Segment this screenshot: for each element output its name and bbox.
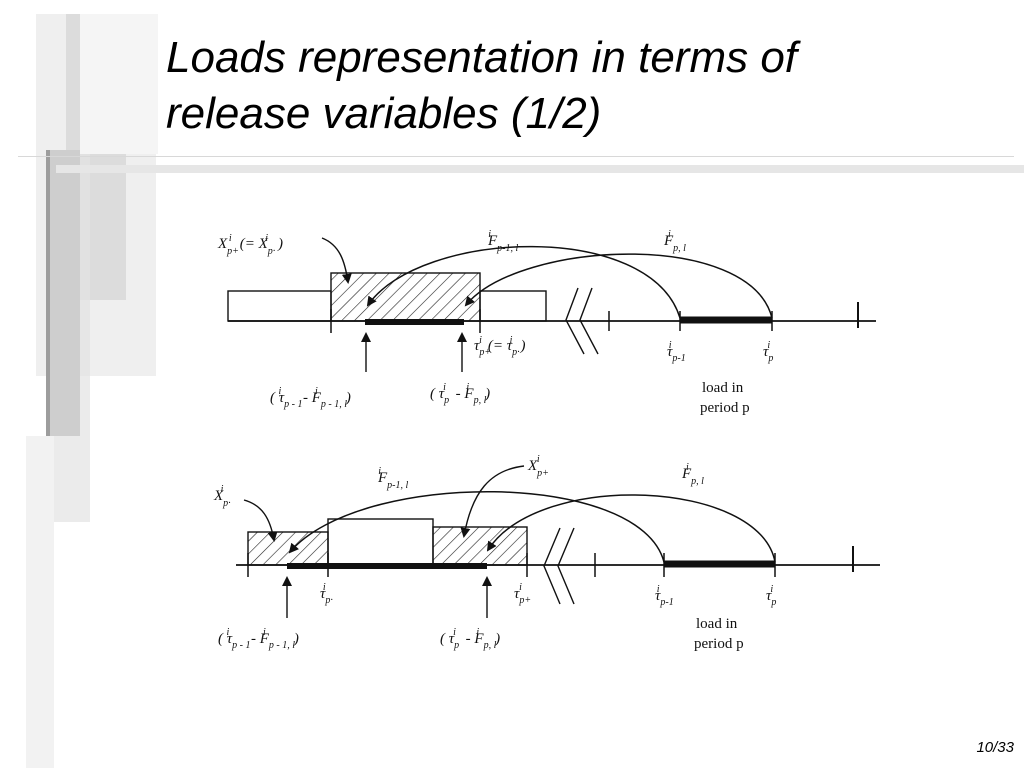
top-f-prev-label: Fp-1, li <box>487 229 519 254</box>
bottom-x-right-label: Xp+i <box>527 454 549 479</box>
decor-block-6 <box>80 14 158 154</box>
title-rule <box>18 156 1014 157</box>
top-tau-mid-label: τp+i(= τp·i) <box>474 335 525 358</box>
top-tau-p1-label: τp-1i <box>667 340 686 364</box>
bottom-load-caption-1: load in <box>696 616 738 632</box>
bottom-box-hatched-left <box>247 531 329 566</box>
top-x-label: Xp+i(= Xp·i) <box>217 233 283 257</box>
title-line-1: Loads representation in terms of <box>166 33 798 82</box>
bottom-f-prev-label: Fp-1, li <box>377 466 409 491</box>
top-tau-p-label: τpi <box>763 340 773 364</box>
bottom-expr-1: ( τp - 1i - Fp - 1, li) <box>218 627 299 651</box>
top-expr-1: ( τp - 1i - Fp - 1, li) <box>270 386 351 410</box>
bottom-tau-a-label: τp·i <box>320 582 333 606</box>
top-arc-f-cur <box>464 253 773 319</box>
bottom-x-left-callout-arrow <box>243 499 278 542</box>
bottom-expr-2: ( τpi - Fp, li) <box>440 627 500 651</box>
bottom-load-caption-2: period p <box>694 636 744 652</box>
bottom-tau-p-label: τpi <box>766 584 776 608</box>
top-box-right <box>479 290 547 322</box>
decor-block-5 <box>26 436 54 768</box>
bottom-box-middle <box>327 518 434 566</box>
bottom-tau-p1-label: τp-1i <box>655 584 674 608</box>
title-rule-shadow <box>56 165 1024 173</box>
title-line-2: release variables (1/2) <box>166 89 602 138</box>
top-box-left <box>227 290 332 322</box>
top-diagram: Xp+i(= Xp·i) Fp-1, li Fp, li τp+i(= τp·i… <box>217 229 876 416</box>
bottom-diagram: Xp·i Xp+i Fp-1, li Fp, li τp·i τp+i τp-1… <box>213 454 880 652</box>
slide-title: Loads representation in terms of release… <box>166 30 986 142</box>
bottom-arc-f-prev <box>288 491 665 563</box>
bottom-x-right-callout-arrow <box>460 465 525 538</box>
bottom-arc-f-cur <box>486 494 776 563</box>
bottom-axis-break <box>543 527 575 605</box>
bottom-box-hatched-right <box>432 526 528 566</box>
decor-block-4 <box>50 150 90 522</box>
top-axis-break <box>565 287 599 355</box>
top-arc-f-prev <box>366 245 681 319</box>
page-number: 10/33 <box>976 739 1014 756</box>
top-f-cur-label: Fp, li <box>663 229 686 254</box>
top-box-hatched <box>330 272 481 322</box>
bottom-x-left-label: Xp·i <box>213 484 231 509</box>
top-load-caption-1: load in <box>702 380 744 396</box>
bottom-f-cur-label: Fp, li <box>681 462 704 487</box>
top-x-callout-arrow <box>321 237 352 284</box>
bottom-tau-b-label: τp+i <box>514 582 531 606</box>
top-load-caption-2: period p <box>700 400 750 416</box>
top-expr-2: ( τpi - Fp, li) <box>430 382 490 406</box>
